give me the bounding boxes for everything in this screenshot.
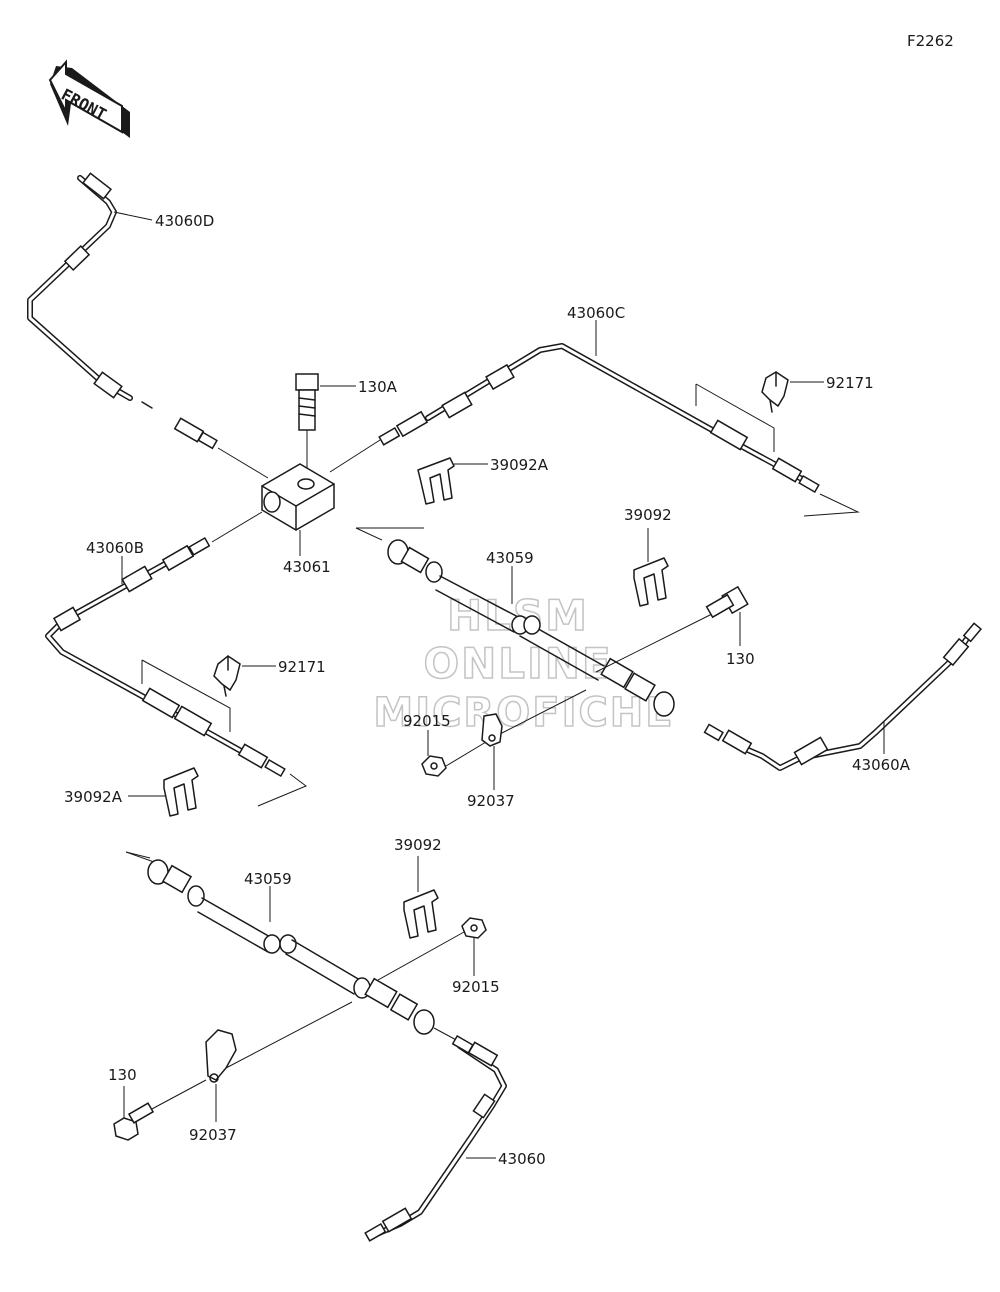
watermark-line1: HLSM bbox=[447, 591, 589, 640]
label-43061: 43061 bbox=[283, 558, 331, 576]
label-43060C: 43060C bbox=[567, 304, 625, 322]
joint-43061: 43061 bbox=[211, 439, 381, 576]
clip-39092-top: 39092 bbox=[624, 506, 672, 607]
clamp-92037-top: 92037 bbox=[467, 713, 515, 810]
label-39092-top: 39092 bbox=[624, 506, 672, 524]
front-arrow-icon: FRONT bbox=[48, 59, 130, 138]
label-92015-top: 92015 bbox=[403, 712, 451, 730]
label-43060A: 43060A bbox=[852, 756, 911, 774]
watermark-line2: ONLINE bbox=[423, 639, 612, 688]
label-92015-bottom: 92015 bbox=[452, 978, 500, 996]
brake-hose-43059-bottom: 43059 bbox=[125, 851, 465, 1069]
bolt-130A: 130A bbox=[295, 373, 398, 470]
clip-92171-top: 92171 bbox=[761, 371, 874, 413]
label-39092A-top: 39092A bbox=[490, 456, 549, 474]
label-43060B: 43060B bbox=[86, 539, 144, 557]
label-43059-top: 43059 bbox=[486, 549, 534, 567]
bolt-130-bottom: 130 bbox=[108, 1066, 155, 1141]
watermark-line3: MICROFICHE bbox=[373, 690, 674, 736]
label-43060D: 43060D bbox=[155, 212, 214, 230]
label-92037-top: 92037 bbox=[467, 792, 515, 810]
label-43060: 43060 bbox=[498, 1150, 546, 1168]
figure-code: F2262 bbox=[907, 32, 954, 50]
label-43059-bottom: 43059 bbox=[244, 870, 292, 888]
nut-92015-top: 92015 bbox=[403, 712, 487, 777]
label-39092A-left: 39092A bbox=[64, 788, 123, 806]
brake-pipe-43060D: 43060D bbox=[27, 172, 269, 479]
watermark: HLSM ONLINE MICROFICHE bbox=[373, 590, 674, 737]
brake-pipe-43060B: 43060B bbox=[45, 537, 307, 807]
bolt-130-right: 130 bbox=[705, 585, 755, 668]
label-92037-bottom: 92037 bbox=[189, 1126, 237, 1144]
brake-pipe-43060A: 43060A bbox=[703, 622, 983, 774]
brake-hose-43059-top: 43059 bbox=[355, 527, 713, 735]
clip-39092A-left: 39092A bbox=[64, 767, 199, 817]
nut-92015-bottom: 92015 bbox=[452, 917, 500, 996]
label-130-bottom: 130 bbox=[108, 1066, 137, 1084]
label-92171-left: 92171 bbox=[278, 658, 326, 676]
brake-pipe-43060: 43060 bbox=[364, 1035, 546, 1242]
clamp-92037-bottom: 92037 bbox=[149, 1029, 237, 1144]
label-39092-bottom: 39092 bbox=[394, 836, 442, 854]
brake-pipe-43060C: 43060C bbox=[378, 304, 860, 517]
clip-39092A-top: 39092A bbox=[417, 456, 549, 505]
label-92171-top: 92171 bbox=[826, 374, 874, 392]
label-130-right: 130 bbox=[726, 650, 755, 668]
clip-92171-left: 92171 bbox=[213, 655, 326, 697]
label-130A: 130A bbox=[358, 378, 398, 396]
clip-39092-bottom: 39092 bbox=[394, 836, 442, 939]
